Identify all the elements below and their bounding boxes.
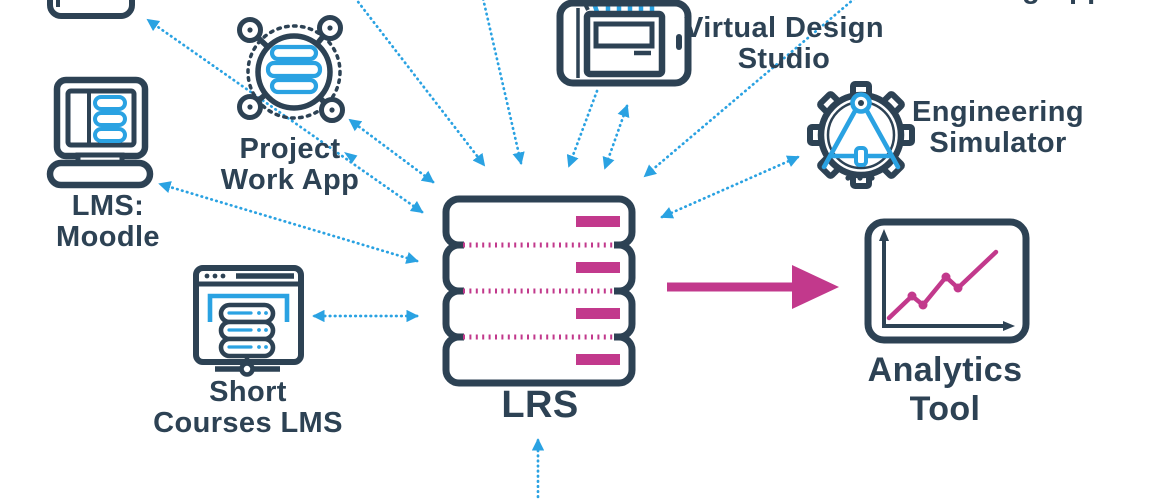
engineering-simulator-icon	[807, 81, 915, 189]
arrowhead-lrs-project-label	[344, 152, 358, 164]
arrow-lrs-project-work-app	[348, 118, 435, 184]
device-icon	[47, 0, 135, 19]
lms-moodle-label: LMS: Moodle	[56, 190, 160, 253]
engineering-simulator-label: Engineering Simulator	[912, 96, 1084, 159]
analytics-tool-label: Analytics Tool	[867, 351, 1023, 428]
lrs-label: LRS	[501, 384, 579, 426]
arrow-lrs-lms-moodle	[158, 181, 419, 264]
arrow-offscreen1-lrs	[354, 0, 486, 167]
project-work-app-icon	[237, 15, 345, 123]
short-courses-lms-label: Short Courses LMS	[153, 376, 343, 439]
project-work-app-label: Project Work App	[220, 133, 360, 196]
virtual-design-studio-label: Virtual Design Studio	[683, 12, 885, 75]
lrs-database-icon	[442, 195, 636, 387]
virtual-design-studio-icon	[556, 0, 692, 87]
arrow-offscreen2-lrs	[481, 0, 525, 165]
arrow-streaming-lrs	[643, 0, 855, 178]
arrow-vds-lrs-2	[602, 104, 630, 170]
short-courses-lms-icon	[193, 265, 304, 377]
analytics-tool-icon	[864, 218, 1030, 344]
lms-moodle-icon	[46, 76, 154, 189]
arrow-lrs-analytics	[667, 265, 839, 309]
arrow-lrs-engineering	[660, 155, 800, 219]
arrow-vds-lrs	[566, 89, 599, 168]
streaming-app-label: Streaming App	[880, 0, 1120, 5]
